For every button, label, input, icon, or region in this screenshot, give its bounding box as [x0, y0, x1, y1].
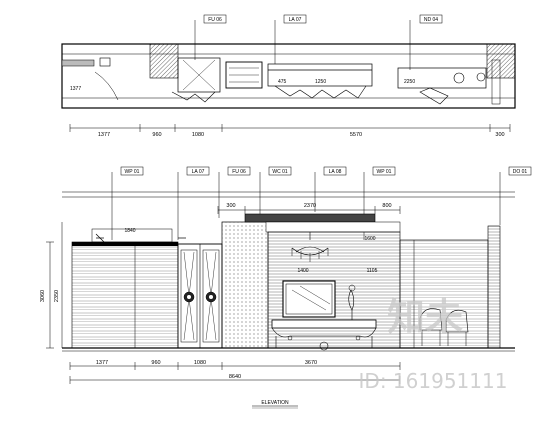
elev-top-dim-3: 800 [382, 203, 391, 209]
elev-tag-1: WP 01 [125, 169, 140, 175]
elev-inner-3: 1105 [367, 268, 378, 274]
elev-tag-2: LA 07 [192, 169, 205, 175]
elev-tag-5: LA 08 [329, 169, 342, 175]
elevation-view: WP 01 LA 07 FU 06 WC 01 LA 08 WP 01 DO 0… [40, 166, 532, 409]
plan-label-4: 2250 [404, 79, 415, 85]
plan-dim-2: 960 [152, 132, 161, 138]
watermark: 知未 ID: 161951111 [359, 295, 508, 393]
elev-inner-1: 1840 [124, 228, 135, 234]
elev-total-dim: 8640 [229, 374, 241, 380]
elev-dim-2: 960 [151, 360, 160, 366]
plan-tag-fu: FU 06 [208, 17, 222, 23]
plan-dim-1: 1377 [98, 132, 110, 138]
elev-tag-4: WC 01 [272, 169, 288, 175]
elev-tag-3: FU 06 [232, 169, 246, 175]
elev-tag-7: DO 01 [513, 169, 528, 175]
plan-tag-nd: ND 04 [424, 17, 438, 23]
plan-dim-3: 1080 [192, 132, 204, 138]
elev-left-dim-1: 3060 [40, 290, 46, 302]
watermark-brand: 知未 [387, 295, 463, 339]
plan-tag-la: LA 07 [289, 17, 302, 23]
plan-dim-4: 5570 [350, 132, 362, 138]
plan-view: FU 06 LA 07 ND 04 1377 475 1250 2250 137… [61, 14, 516, 138]
drawing-title: ELEVATION [261, 400, 289, 406]
elev-dim-1: 1377 [96, 360, 108, 366]
plan-label-1: 1377 [70, 86, 81, 92]
plan-dim-5: 300 [495, 132, 504, 138]
watermark-id: ID: 161951111 [359, 369, 508, 393]
elev-dim-4: 3670 [305, 360, 317, 366]
elev-inner-4: 1600 [364, 236, 375, 242]
elev-tag-6: WP 01 [377, 169, 392, 175]
plan-label-2: 475 [278, 79, 287, 85]
elev-dim-3: 1080 [194, 360, 206, 366]
elev-inner-2: 1400 [297, 268, 308, 274]
elev-left-dim-2: 2350 [54, 290, 60, 302]
elev-top-dim-1: 300 [226, 203, 235, 209]
elev-top-dim-2: 2370 [304, 203, 316, 209]
plan-label-3: 1250 [315, 79, 326, 85]
